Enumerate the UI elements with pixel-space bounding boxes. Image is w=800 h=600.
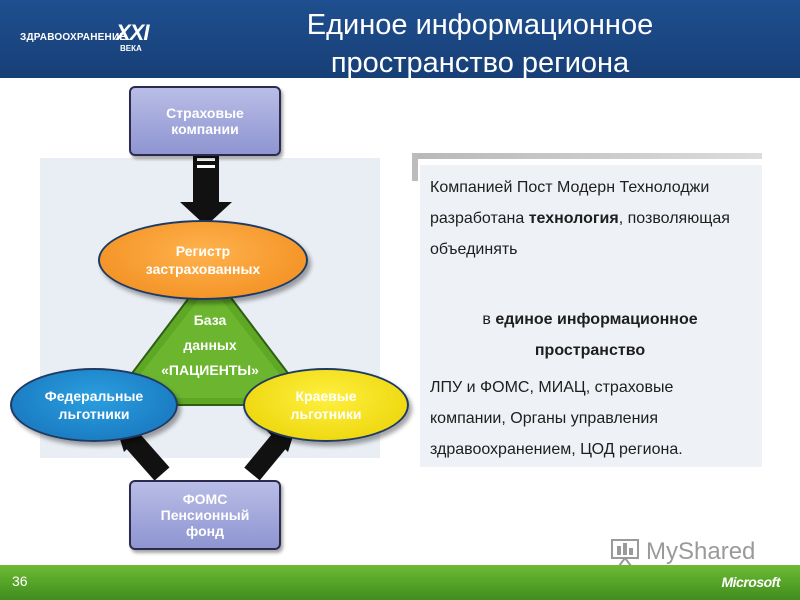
insurance-line-2: компании — [171, 121, 239, 137]
presentation-icon — [611, 539, 639, 567]
panel-paragraph-3: ЛПУ и ФОМС, МИАЦ, страховые компании, Ор… — [430, 379, 683, 458]
registry-ellipse: Регистр застрахованных — [98, 220, 308, 300]
foms-line-3: фонд — [186, 523, 224, 539]
database-line-3: «ПАЦИЕНТЫ» — [161, 362, 259, 378]
federal-line-2: льготники — [58, 406, 130, 422]
federal-line-1: Федеральные — [44, 388, 144, 404]
header-band: ЗДРАВООХРАНЕНИЕ XXI ВЕКА Единое информац… — [0, 0, 800, 79]
panel-side-bar — [412, 153, 418, 181]
title-line-1: Единое информационное — [306, 9, 654, 41]
insurance-line-1: Страховые — [166, 105, 244, 121]
logo-text: ЗДРАВООХРАНЕНИЕ — [20, 32, 127, 43]
text-panel — [420, 165, 762, 467]
foms-line-2: Пенсионный — [160, 507, 250, 523]
p2-text-a: в — [482, 311, 496, 328]
panel-paragraph-2: в единое информационное пространство — [430, 304, 750, 366]
panel-paragraph-1: Компанией Пост Модерн Технолоджи разрабо… — [430, 172, 750, 265]
title-line-2: пространство региона — [330, 47, 630, 79]
regional-line-2: льготники — [290, 406, 362, 422]
page-title: Единое информационное пространство регио… — [230, 6, 730, 82]
database-line-2: данных — [183, 337, 237, 353]
watermark-text: MyShared — [646, 538, 756, 565]
zdravookhranenie-logo: ЗДРАВООХРАНЕНИЕ XXI ВЕКА — [20, 22, 160, 56]
registry-line-1: Регистр — [175, 243, 231, 259]
registry-line-2: застрахованных — [145, 261, 261, 277]
regional-line-1: Краевые — [295, 388, 357, 404]
foms-line-1: ФОМС — [182, 491, 228, 507]
slide-number: 36 — [12, 573, 28, 589]
federal-beneficiaries-ellipse: Федеральные льготники — [10, 368, 178, 442]
microsoft-logo: Microsoft — [721, 574, 781, 590]
p1-text-a: Компанией Пост Модерн Технолоджи разрабо… — [430, 179, 710, 227]
logo-mark: XXI — [116, 20, 149, 45]
p1-text-c: , позволяющая объединять — [430, 210, 730, 258]
regional-beneficiaries-ellipse: Краевые льготники — [243, 368, 409, 442]
foms-pension-box: ФОМС Пенсионный фонд — [129, 480, 281, 550]
logo-sub: ВЕКА — [120, 44, 142, 53]
database-label: База данных «ПАЦИЕНТЫ» — [150, 308, 270, 383]
panel-top-bar — [412, 153, 762, 159]
arrow-down-icon — [180, 154, 232, 226]
footer-band: 36 Microsoft — [0, 565, 800, 600]
insurance-companies-box: Страховые компании — [129, 86, 281, 156]
p2-bold: единое информационное пространство — [495, 311, 698, 359]
p1-bold: технология — [528, 210, 619, 227]
database-line-1: База — [193, 312, 227, 328]
myshared-watermark: MyShared — [608, 532, 768, 568]
